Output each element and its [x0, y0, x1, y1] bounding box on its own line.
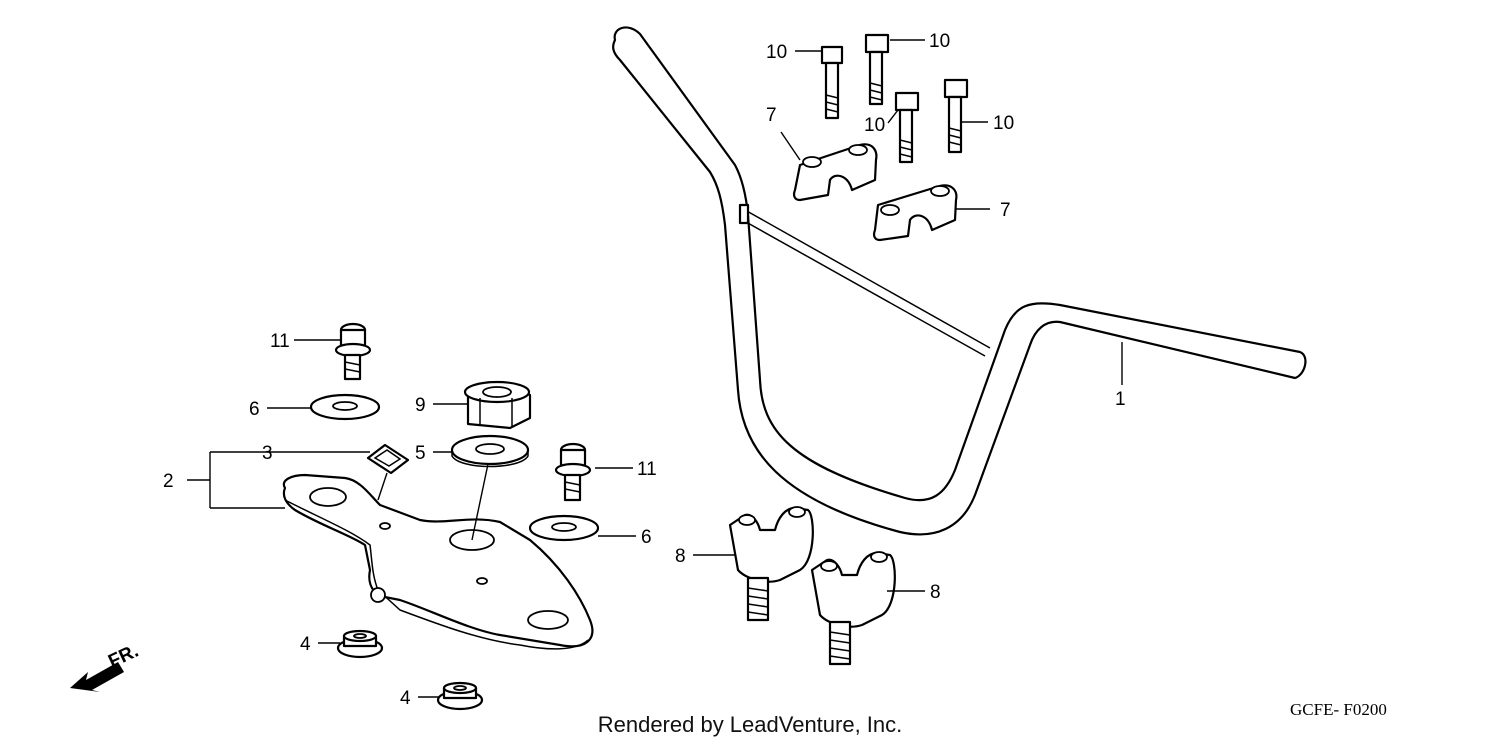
- front-arrow-icon: FR.: [70, 641, 142, 692]
- bolt-10-c: [894, 91, 920, 164]
- callout-8-left: 8: [675, 546, 686, 567]
- upper-holder-right: [872, 184, 958, 242]
- nut: [463, 380, 532, 430]
- bolt-10-a: [820, 45, 844, 120]
- bolt-10-b: [864, 33, 890, 106]
- caution-label: [366, 443, 410, 501]
- washer-6-right: [528, 514, 600, 542]
- callout-10-c: 10: [864, 115, 885, 136]
- washer-5: [450, 434, 530, 541]
- callout-4-lower: 4: [400, 688, 411, 709]
- handlebar: [612, 26, 1307, 536]
- footer-credit: Rendered by LeadVenture, Inc.: [597, 712, 903, 737]
- callout-8-right: 8: [930, 582, 941, 603]
- washer-6-left: [309, 393, 381, 421]
- callout-7-lower: 7: [1000, 200, 1011, 221]
- lower-holder-left: [728, 506, 814, 622]
- upper-holder-left: [792, 143, 878, 202]
- callout-10-d: 10: [993, 113, 1014, 134]
- callout-9: 9: [415, 395, 426, 416]
- bolt-11-upper: [334, 322, 372, 381]
- callout-6-right: 6: [641, 527, 652, 548]
- callout-7-upper: 7: [766, 105, 777, 126]
- holder-plate: [282, 473, 594, 650]
- callout-11-upper: 11: [270, 331, 290, 352]
- flange-nut-upper: [336, 629, 384, 659]
- callout-4-upper: 4: [300, 634, 311, 655]
- callout-1: 1: [1115, 389, 1126, 410]
- callout-6-left: 6: [249, 399, 260, 420]
- lower-holder-right: [810, 551, 896, 666]
- flange-nut-lower: [436, 681, 484, 711]
- callout-10-a: 10: [766, 42, 787, 63]
- diagram-code: GCFE- F0200: [1290, 700, 1387, 719]
- callout-11-lower: 11: [637, 459, 657, 480]
- callout-10-b: 10: [929, 31, 950, 52]
- bolt-10-d: [943, 78, 969, 154]
- callout-5: 5: [415, 443, 426, 464]
- bolt-11-lower: [554, 442, 592, 502]
- callout-3: 3: [262, 443, 273, 464]
- callout-2: 2: [163, 471, 174, 492]
